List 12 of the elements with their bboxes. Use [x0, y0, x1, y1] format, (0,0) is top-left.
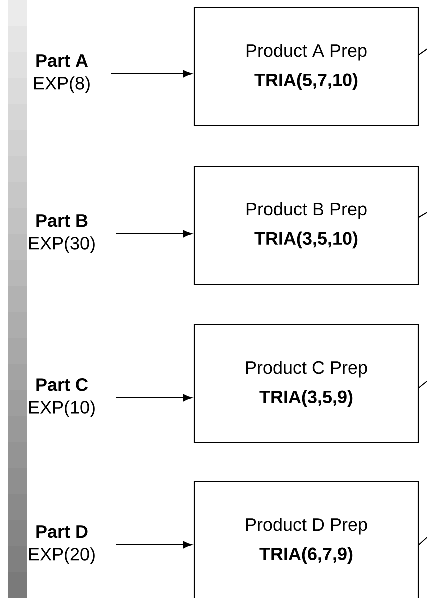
arrow	[116, 541, 192, 549]
process-box: Product D Prep TRIA(6,7,9)	[194, 481, 420, 598]
source-label: Part A EXP(8)	[34, 54, 90, 94]
process-box: Product C Prep TRIA(3,5,9)	[194, 324, 420, 444]
arrow	[111, 70, 192, 78]
arrow	[116, 394, 192, 402]
source-label: Part C EXP(10)	[29, 378, 95, 418]
arrow	[116, 230, 192, 238]
process-box: Product B Prep TRIA(3,5,10)	[194, 166, 420, 286]
source-label: Part D EXP(20)	[29, 526, 95, 564]
source-label: Part B EXP(30)	[29, 214, 95, 254]
process-box: Product A Prep TRIA(5,7,10)	[194, 7, 420, 127]
